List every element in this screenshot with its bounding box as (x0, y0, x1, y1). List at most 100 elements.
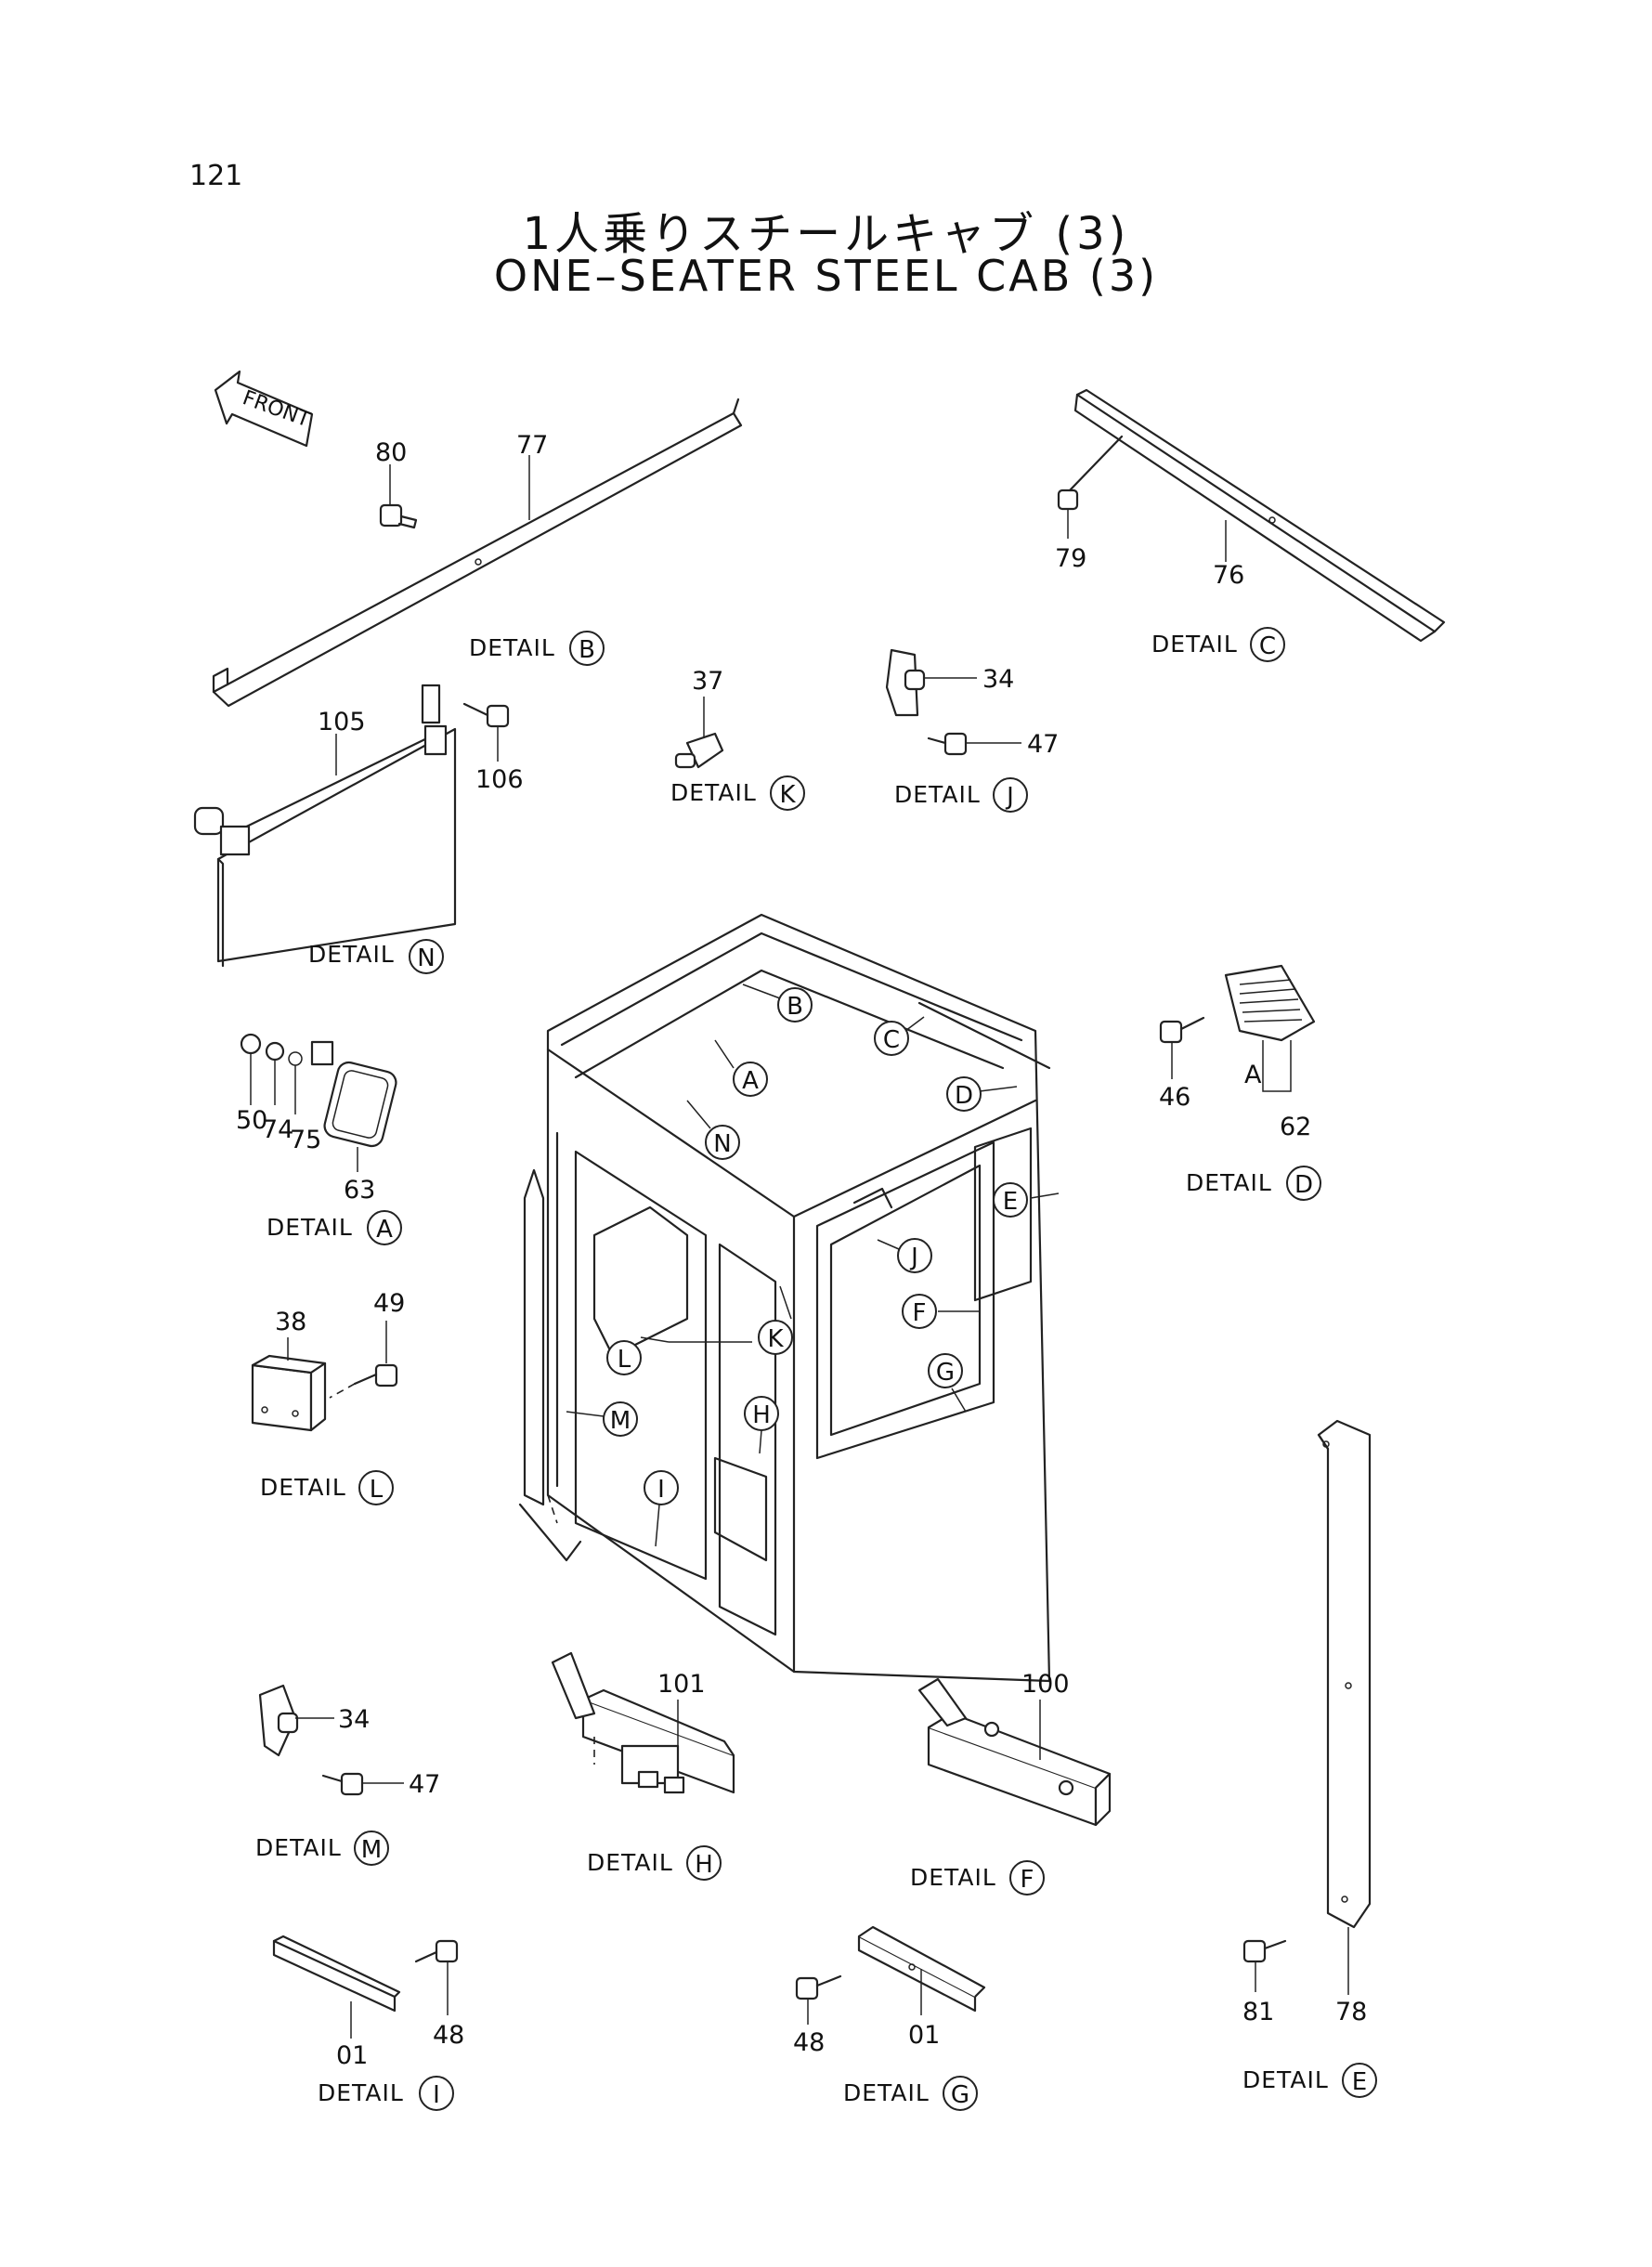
part-number: 101 (657, 1670, 706, 1699)
part-number: 79 (1055, 544, 1086, 573)
detail-n-group: 106 105 DETAIL N (193, 684, 524, 974)
part-number: 34 (338, 1705, 370, 1734)
detail-g-group: 48 01 DETAIL G (793, 1925, 986, 2111)
part-number: A (1244, 1061, 1262, 1089)
detail-letter: L (370, 1476, 384, 1504)
detail-letter: J (1005, 783, 1014, 811)
detail-label: DETAIL (1186, 1169, 1272, 1196)
cab-callout-letter: I (657, 1476, 665, 1504)
detail-b-group: 77 80 DETAIL B (212, 397, 743, 708)
front-label: FRONT (240, 386, 314, 432)
detail-i-group: 01 48 DETAIL I (272, 1935, 464, 2111)
part-number: 63 (344, 1176, 375, 1205)
cab-callout-letter: C (883, 1026, 900, 1054)
part-number: 106 (475, 765, 524, 794)
cab-callout-letter: B (787, 993, 803, 1021)
screw-48-icon (414, 1939, 459, 1963)
part-number: 62 (1280, 1113, 1311, 1141)
detail-letter: G (951, 2081, 969, 2109)
page-title-japanese: 1人乗りスチールキャブ (3) (522, 208, 1130, 260)
bolt-106-icon (462, 702, 510, 728)
detail-letter: K (779, 781, 796, 809)
detail-label: DETAIL (308, 941, 395, 968)
detail-letter: H (695, 1851, 713, 1879)
detail-k-group: 37 DETAIL K (670, 667, 805, 811)
front-arrow-icon: FRONT (214, 370, 314, 448)
detail-label: DETAIL (843, 2079, 930, 2106)
part-number: 100 (1021, 1670, 1070, 1699)
cab-callout-letter: E (1003, 1188, 1018, 1216)
bolt-49-icon (329, 1363, 398, 1399)
detail-d-group: 46 A 62 DETAIL D (1159, 964, 1321, 1201)
detail-letter: C (1259, 632, 1276, 660)
cab-callout-letter: M (610, 1407, 631, 1435)
part-number: 105 (318, 708, 366, 736)
detail-letter: M (361, 1836, 382, 1864)
part-number: 46 (1159, 1083, 1190, 1112)
steel-cab-assembly (518, 913, 1051, 1683)
part-number: 74 (262, 1115, 293, 1144)
page-number: 121 (189, 160, 243, 192)
detail-label: DETAIL (894, 781, 981, 808)
part-number: 01 (336, 2041, 368, 2070)
detail-m-group: 34 47 DETAIL M (255, 1684, 440, 1866)
detail-letter: N (417, 945, 435, 972)
part-number: 76 (1213, 561, 1244, 590)
cab-callouts: B A C D N E J F K (566, 984, 1060, 1547)
cab-callout-letter: F (913, 1299, 927, 1327)
part-number: 01 (908, 2021, 940, 2050)
cab-callout-letter: N (713, 1130, 731, 1158)
bolt-46-icon (1159, 1016, 1205, 1044)
detail-a-group: 50 74 75 63 DETAIL A (236, 1033, 402, 1245)
detail-label: DETAIL (587, 1849, 673, 1876)
detail-h-group: 101 DETAIL H (551, 1651, 735, 1881)
detail-letter: E (1352, 2068, 1367, 2096)
detail-label: DETAIL (260, 1474, 346, 1501)
part-number: 47 (409, 1770, 440, 1799)
part-number: 80 (375, 438, 407, 467)
cab-callout-letter: H (752, 1401, 771, 1429)
detail-letter: D (1294, 1171, 1313, 1199)
detail-e-group: 81 78 DETAIL E (1242, 1419, 1377, 2098)
detail-j-group: 34 47 DETAIL J (885, 648, 1059, 813)
part-number: 47 (1027, 730, 1059, 759)
part-number: 77 (516, 431, 548, 460)
cab-callout-letter: A (742, 1067, 759, 1095)
part-number: 48 (433, 2021, 464, 2050)
page-title-english: ONE–SEATER STEEL CAB (3) (493, 251, 1159, 301)
part-number: 81 (1242, 1998, 1274, 2026)
part-number: 38 (275, 1308, 306, 1336)
detail-f-group: 100 DETAIL F (910, 1670, 1112, 1896)
part-number: 49 (373, 1289, 405, 1318)
detail-l-group: 38 49 DETAIL L (251, 1289, 405, 1505)
detail-label: DETAIL (670, 779, 757, 806)
cab-callout-letter: G (936, 1359, 955, 1387)
detail-label: DETAIL (255, 1834, 342, 1861)
part-number: 78 (1335, 1998, 1367, 2026)
detail-letter: A (376, 1216, 393, 1244)
detail-label: DETAIL (267, 1214, 353, 1241)
bolt-80-icon (379, 503, 418, 529)
bolt-79-icon (1057, 435, 1124, 511)
part-number: 48 (793, 2028, 825, 2057)
cab-callout-letter: J (909, 1244, 918, 1271)
detail-letter: I (433, 2081, 440, 2109)
detail-letter: B (579, 636, 595, 664)
detail-letter: F (1021, 1866, 1034, 1894)
detail-label: DETAIL (1151, 631, 1238, 658)
detail-label: DETAIL (318, 2079, 404, 2106)
part-number: 34 (982, 665, 1014, 694)
part-number: 50 (236, 1106, 267, 1135)
cab-callout-letter: L (618, 1346, 631, 1374)
screw-48-icon (795, 1974, 842, 2000)
bolt-81-icon (1242, 1939, 1287, 1963)
detail-label: DETAIL (469, 634, 555, 661)
detail-label: DETAIL (1242, 2066, 1329, 2093)
cab-callout-letter: K (767, 1325, 784, 1353)
cab-callout-letter: D (955, 1082, 973, 1110)
detail-c-group: 76 79 DETAIL C (1055, 388, 1446, 662)
bolt-47-icon (927, 732, 968, 756)
bolt-47-icon (321, 1772, 364, 1796)
